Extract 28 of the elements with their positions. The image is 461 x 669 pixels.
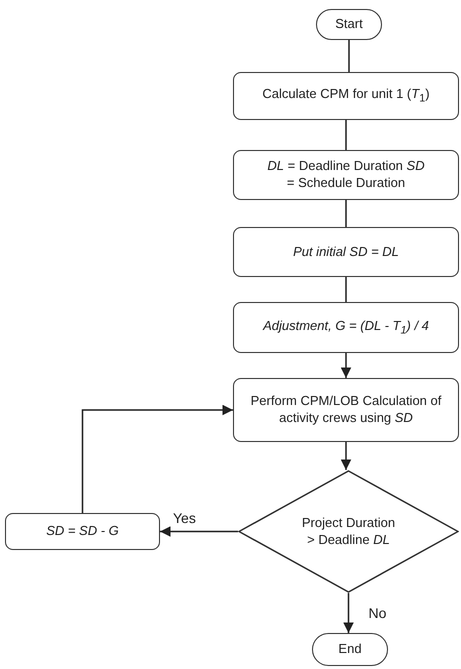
node-text: Start <box>335 16 363 33</box>
arrow <box>340 353 352 378</box>
process-box <box>233 150 459 200</box>
connector-line <box>345 200 347 227</box>
process-box <box>233 378 459 442</box>
node-text: Adjustment, G = (DL - T$_{1}$) / 4 <box>263 318 429 338</box>
terminal-shape <box>316 9 382 40</box>
node-text: End <box>338 641 362 658</box>
decision-diamond <box>238 470 459 593</box>
connector-line <box>345 277 347 302</box>
node-text: SD = SD - G <box>46 523 119 540</box>
arrow <box>340 442 352 470</box>
arrow <box>82 404 233 513</box>
process-box <box>5 513 160 550</box>
process-box <box>233 227 459 277</box>
connector-line <box>345 120 347 150</box>
edge-label: No <box>366 605 388 621</box>
arrow <box>343 593 354 633</box>
node-text: Project Duration > Deadline DL <box>300 514 396 548</box>
process-box <box>233 302 459 353</box>
arrow <box>160 526 238 537</box>
node-text: Calculate CPM for unit 1 (T$_{1}$) <box>262 86 430 106</box>
node-text: Perform CPM/LOB Calculation of activity crews using SD <box>250 393 442 427</box>
node-text: DL = Deadline Duration SD = Schedule Duration <box>266 158 426 192</box>
process-box <box>233 72 459 120</box>
connector-line <box>348 40 350 72</box>
terminal-shape <box>312 633 388 666</box>
node-text: Put initial SD = DL <box>293 244 399 260</box>
